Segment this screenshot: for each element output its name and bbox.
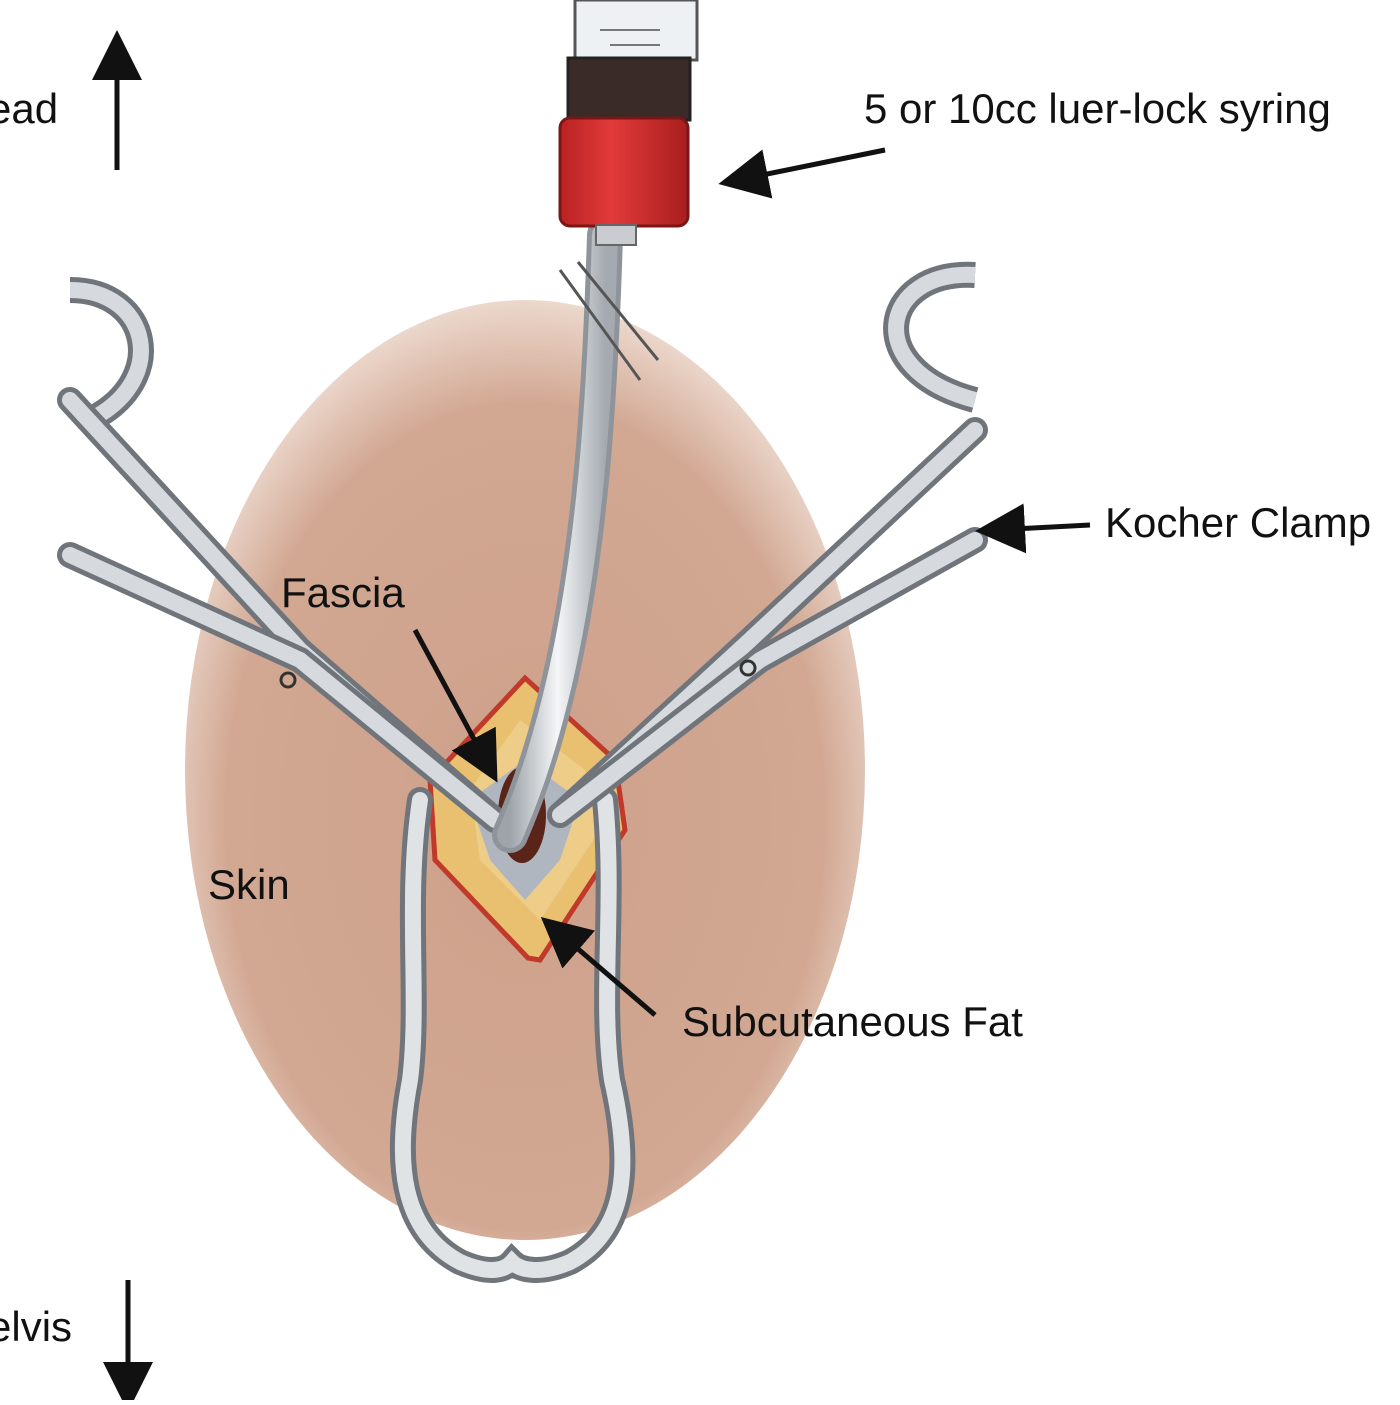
break-mark	[558, 269, 642, 381]
kocher-arrow	[975, 503, 1091, 554]
fascia-arrow	[412, 628, 498, 783]
syringe-arrow	[718, 147, 886, 199]
break-mark	[576, 261, 660, 361]
kocher-clamp-label: Kocher Clamp	[1105, 499, 1372, 546]
head-label: ead	[0, 85, 59, 132]
kocher-clamp-right	[547, 261, 988, 828]
fat-arrow	[540, 916, 657, 1017]
subcutaneous-fat-label: Subcutaneous Fat	[682, 998, 1023, 1045]
pelvis-label: elvis	[0, 1303, 73, 1350]
syringe	[558, 0, 699, 246]
skin-label: Skin	[208, 861, 290, 908]
kocher-clamp-left	[57, 277, 508, 833]
syringe-label: 5 or 10cc luer-lock syring	[864, 85, 1331, 132]
fascia-label: Fascia	[281, 569, 405, 616]
